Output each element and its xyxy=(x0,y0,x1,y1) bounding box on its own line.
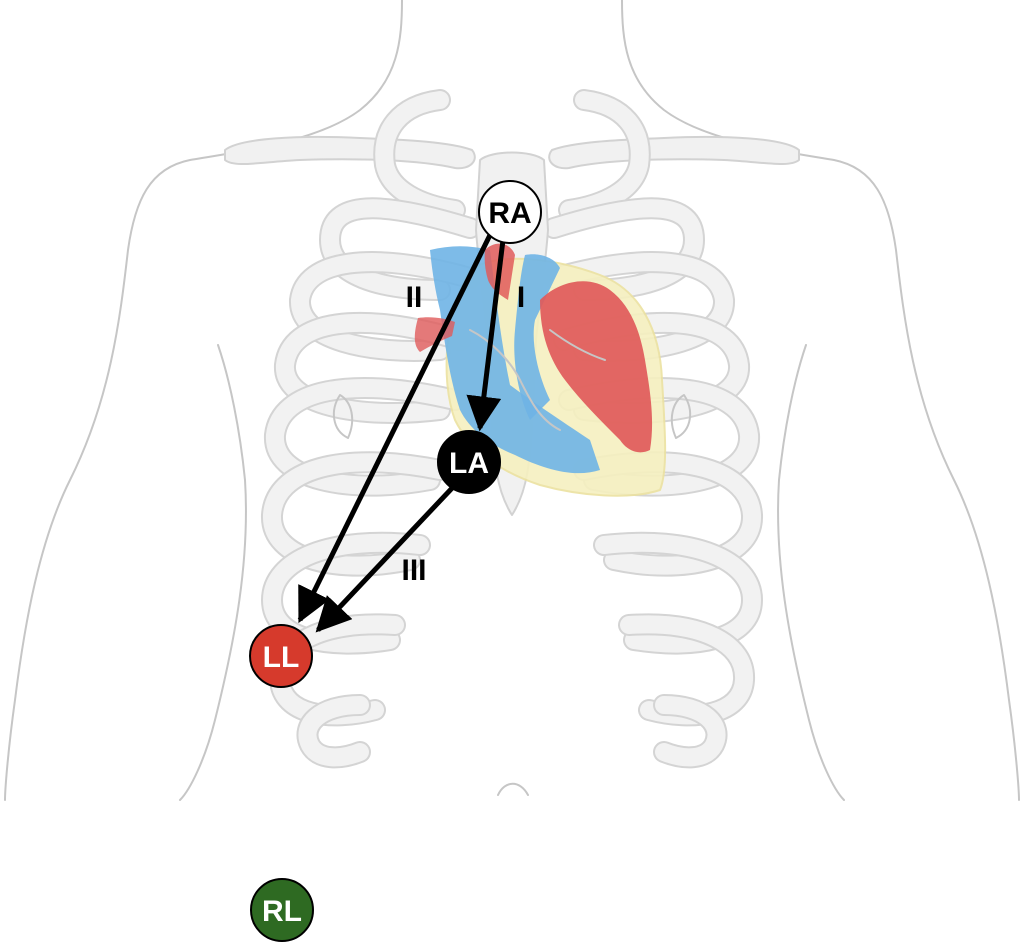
electrode-la: LA xyxy=(437,430,501,494)
torso-outline xyxy=(4,0,1020,801)
lead-3-arrow xyxy=(315,483,457,633)
electrode-ll-label: LL xyxy=(263,641,300,674)
clavicles xyxy=(224,135,800,170)
venous-vessels-right xyxy=(514,254,560,420)
lead-2-label: II xyxy=(406,281,423,314)
lead-arrows xyxy=(297,233,506,633)
electrode-rl: RL xyxy=(250,878,314,942)
electrode-ll: LL xyxy=(249,624,313,688)
lead-labels: I II III xyxy=(401,281,525,587)
arterial-vessels xyxy=(540,281,653,453)
electrode-rl-label: RL xyxy=(262,895,302,928)
electrode-ra: RA xyxy=(478,180,542,244)
lead-3-label: III xyxy=(401,554,426,587)
electrode-la-label: LA xyxy=(449,447,489,480)
lead-1-arrow xyxy=(466,239,506,432)
lead-2-arrow xyxy=(297,233,493,624)
lead-1-label: I xyxy=(517,281,525,314)
electrode-ra-label: RA xyxy=(488,197,531,230)
